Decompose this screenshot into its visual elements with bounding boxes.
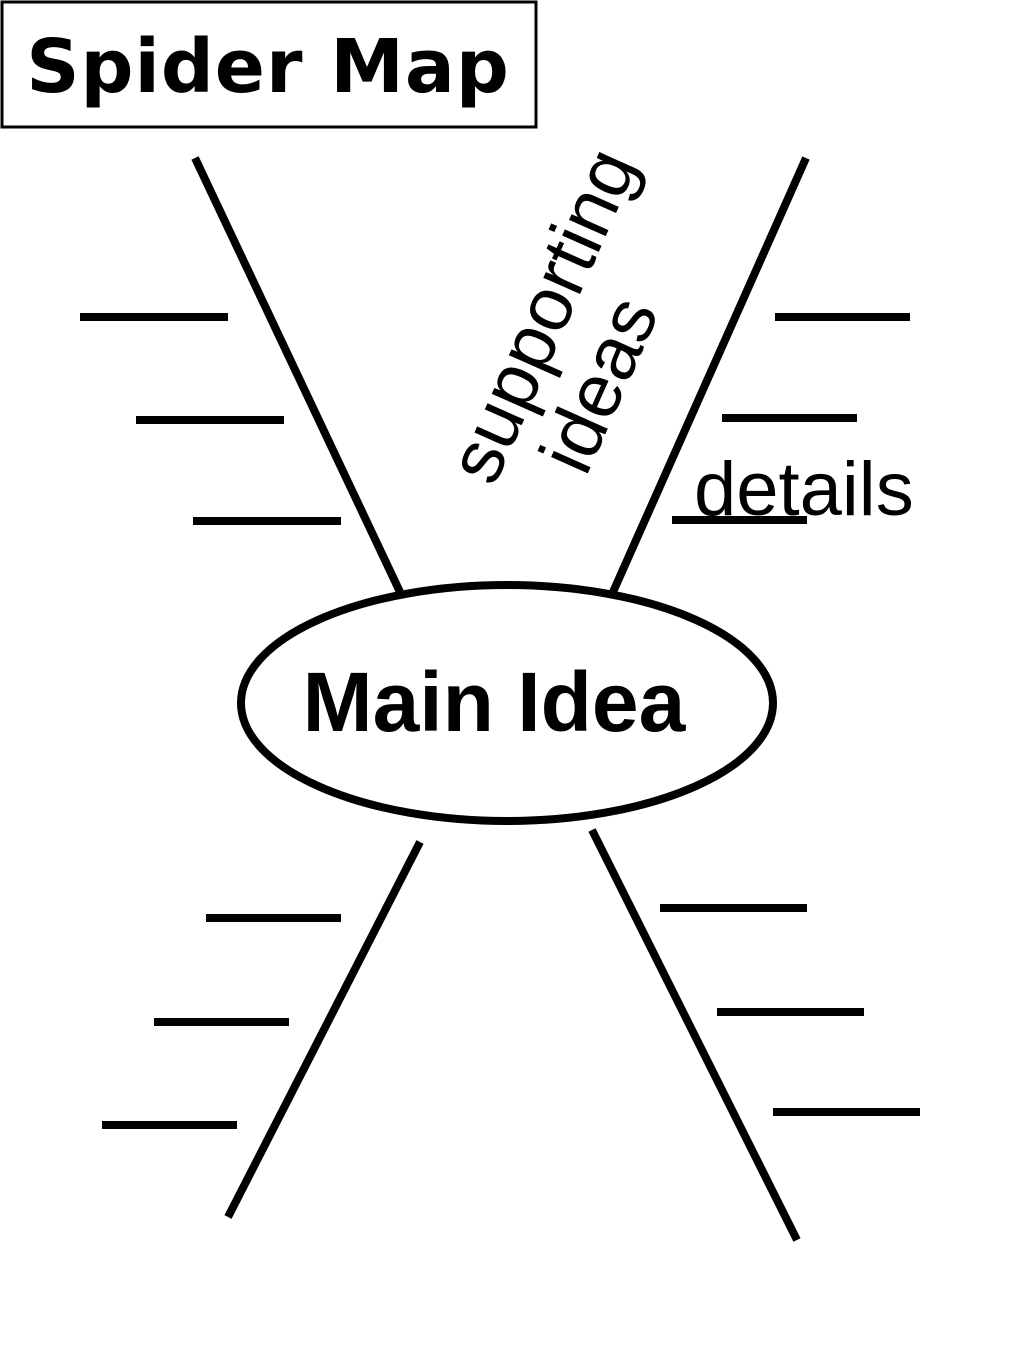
leg-top-left bbox=[191, 156, 404, 594]
leg-bottom-right bbox=[588, 828, 801, 1242]
supporting-ideas-annotation: supporting ideas bbox=[432, 136, 676, 495]
detail-lines bbox=[80, 313, 920, 1129]
details-annotation: details bbox=[694, 447, 914, 532]
main-idea-label: Main Idea bbox=[303, 655, 687, 749]
leg-top-right bbox=[609, 156, 810, 594]
leg-bottom-left bbox=[224, 840, 424, 1219]
title-box: Spider Map bbox=[0, 0, 538, 129]
diagram-title: Spider Map bbox=[26, 24, 510, 110]
title-frame bbox=[0, 0, 538, 129]
main-idea-node: Main Idea bbox=[237, 581, 777, 825]
supporting-idea-legs bbox=[191, 156, 810, 1242]
main-idea-oval bbox=[237, 581, 777, 825]
